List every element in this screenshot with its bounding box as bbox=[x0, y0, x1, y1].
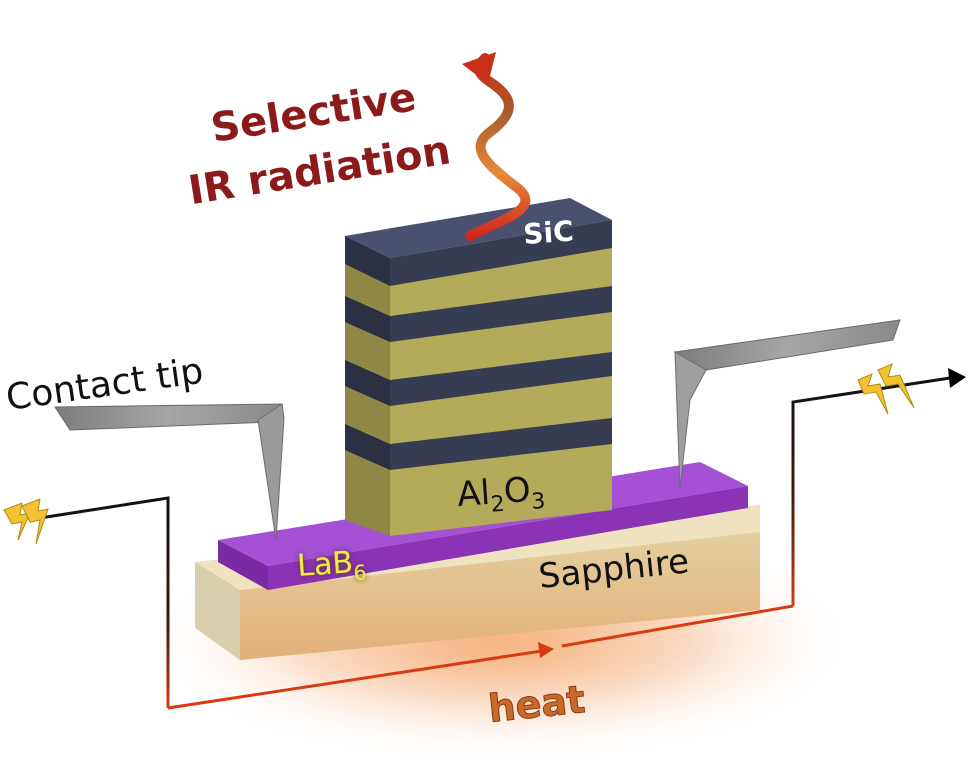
contact-tip-right bbox=[673, 319, 901, 489]
contact-tip-left bbox=[54, 403, 285, 541]
al2o3-sub2: 3 bbox=[531, 489, 547, 515]
heat-arrow-icon bbox=[538, 642, 554, 658]
wire-bottom-left bbox=[167, 648, 549, 710]
al2o3-base: Al bbox=[456, 473, 491, 515]
lab6-label: LaB6 bbox=[296, 544, 367, 589]
lab6-base: LaB bbox=[296, 545, 354, 584]
wire-right bbox=[791, 376, 951, 606]
al2o3-mid: O bbox=[502, 470, 531, 512]
al2o3-label: Al2O3 bbox=[456, 469, 546, 520]
current-arrow-icon bbox=[948, 368, 966, 388]
wavy-arrow-icon bbox=[462, 52, 531, 241]
lightning-bolt-right-icon bbox=[857, 363, 915, 415]
wire-bottom-right bbox=[561, 604, 794, 648]
lightning-bolt-left-icon bbox=[3, 498, 49, 545]
al2o3-sub1: 2 bbox=[490, 492, 506, 518]
heat-label: heat bbox=[486, 677, 587, 731]
lab6-sub: 6 bbox=[353, 560, 367, 585]
wire-left bbox=[39, 496, 170, 708]
sic-label: SiC bbox=[522, 215, 574, 251]
